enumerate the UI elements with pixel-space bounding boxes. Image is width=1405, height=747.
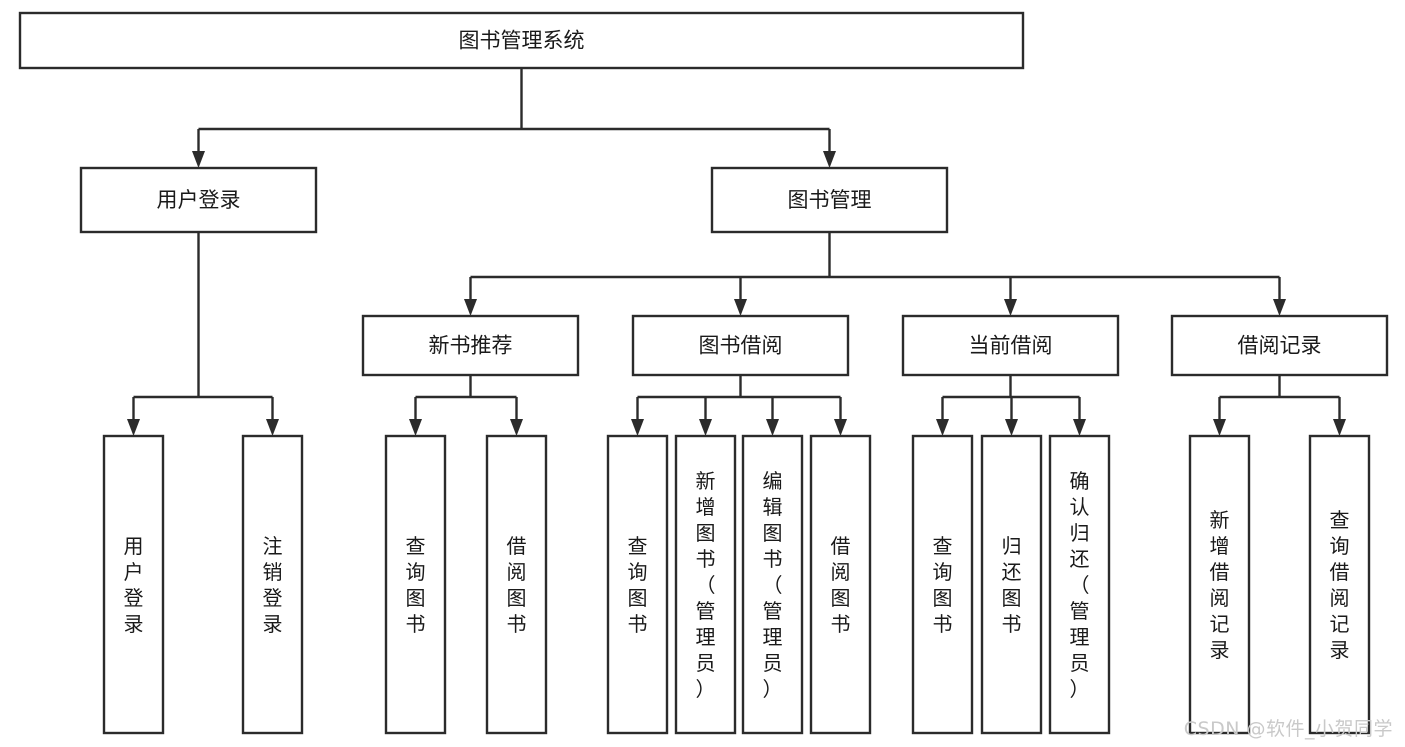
arrow-head-icon <box>409 419 422 436</box>
node-box-leaf-query-record[interactable] <box>1308 434 1371 735</box>
arrow-head-icon <box>1273 299 1286 316</box>
arrow-head-icon <box>631 419 644 436</box>
arrow-head-icon <box>1333 419 1346 436</box>
node-box-leaf-query-book-2[interactable] <box>606 434 669 735</box>
node-label-user-login: 用户登录 <box>157 188 241 212</box>
node-label-leaf-query-record: 查询借阅记录 <box>1330 508 1350 662</box>
node-leaf-borrow-book-2[interactable]: 借阅图书 <box>809 434 872 735</box>
node-label-leaf-logout: 注销登录 <box>263 534 283 636</box>
node-box-leaf-logout[interactable] <box>241 434 304 735</box>
node-label-new-book-rec: 新书推荐 <box>429 334 513 358</box>
nodes-layer: 图书管理系统用户登录图书管理新书推荐图书借阅当前借阅借阅记录用户登录注销登录查询… <box>18 11 1389 735</box>
connector-group <box>192 68 836 168</box>
node-box-leaf-user-login[interactable] <box>102 434 165 735</box>
csdn-watermark: CSDN @软件_小贺同学 <box>1183 718 1393 740</box>
node-book-borrow[interactable]: 图书借阅 <box>631 314 850 377</box>
node-label-root: 图书管理系统 <box>459 29 585 53</box>
node-box-book-borrow[interactable] <box>631 314 850 377</box>
node-label-leaf-user-login: 用户登录 <box>124 534 144 636</box>
node-box-new-book-rec[interactable] <box>361 314 580 377</box>
node-box-leaf-borrow-book-1[interactable] <box>485 434 548 735</box>
node-label-leaf-confirm-return: 确认归还（管理员） <box>1070 469 1090 701</box>
node-label-book-borrow: 图书借阅 <box>699 334 783 358</box>
arrow-head-icon <box>510 419 523 436</box>
node-leaf-borrow-book-1[interactable]: 借阅图书 <box>485 434 548 735</box>
node-box-leaf-add-book[interactable] <box>674 434 737 735</box>
arrow-head-icon <box>936 419 949 436</box>
node-label-borrow-record: 借阅记录 <box>1238 334 1322 358</box>
node-box-user-login[interactable] <box>79 166 318 234</box>
node-label-leaf-return-book: 归还图书 <box>1002 534 1022 636</box>
arrow-head-icon <box>1005 419 1018 436</box>
node-label-leaf-query-book-1: 查询图书 <box>406 534 426 636</box>
connector-group <box>127 232 279 436</box>
arrow-head-icon <box>266 419 279 436</box>
node-leaf-edit-book[interactable]: 编辑图书（管理员） <box>741 434 804 735</box>
node-label-leaf-edit-book: 编辑图书（管理员） <box>763 469 783 701</box>
node-label-leaf-borrow-book-2: 借阅图书 <box>831 534 851 636</box>
arrow-head-icon <box>127 419 140 436</box>
node-box-leaf-add-record[interactable] <box>1188 434 1251 735</box>
arrow-head-icon <box>734 299 747 316</box>
arrow-head-icon <box>1004 299 1017 316</box>
node-leaf-query-book-1[interactable]: 查询图书 <box>384 434 447 735</box>
node-label-leaf-add-book: 新增图书（管理员） <box>696 469 716 701</box>
arrow-head-icon <box>192 151 205 168</box>
node-box-leaf-return-book[interactable] <box>980 434 1043 735</box>
node-box-leaf-edit-book[interactable] <box>741 434 804 735</box>
connector-group <box>1213 375 1346 436</box>
node-box-leaf-query-book-1[interactable] <box>384 434 447 735</box>
arrow-head-icon <box>699 419 712 436</box>
node-leaf-confirm-return[interactable]: 确认归还（管理员） <box>1048 434 1111 735</box>
arrow-head-icon <box>1073 419 1086 436</box>
node-leaf-query-book-2[interactable]: 查询图书 <box>606 434 669 735</box>
arrow-head-icon <box>464 299 477 316</box>
node-leaf-add-record[interactable]: 新增借阅记录 <box>1188 434 1251 735</box>
node-leaf-return-book[interactable]: 归还图书 <box>980 434 1043 735</box>
arrow-head-icon <box>823 151 836 168</box>
arrow-head-icon <box>834 419 847 436</box>
node-user-login[interactable]: 用户登录 <box>79 166 318 234</box>
connector-group <box>631 375 847 436</box>
node-box-leaf-confirm-return[interactable] <box>1048 434 1111 735</box>
connector-group <box>409 375 523 436</box>
node-box-root[interactable] <box>18 11 1025 70</box>
node-label-leaf-add-record: 新增借阅记录 <box>1210 508 1230 662</box>
node-current-borrow[interactable]: 当前借阅 <box>901 314 1120 377</box>
node-label-leaf-borrow-book-1: 借阅图书 <box>507 534 527 636</box>
node-label-current-borrow: 当前借阅 <box>969 334 1053 358</box>
node-box-current-borrow[interactable] <box>901 314 1120 377</box>
node-label-leaf-query-book-3: 查询图书 <box>933 534 953 636</box>
node-root[interactable]: 图书管理系统 <box>18 11 1025 70</box>
node-leaf-user-login[interactable]: 用户登录 <box>102 434 165 735</box>
connector-group <box>936 375 1086 436</box>
node-box-book-manage[interactable] <box>710 166 949 234</box>
node-book-manage[interactable]: 图书管理 <box>710 166 949 234</box>
arrow-head-icon <box>1213 419 1226 436</box>
node-box-borrow-record[interactable] <box>1170 314 1389 377</box>
node-leaf-query-record[interactable]: 查询借阅记录 <box>1308 434 1371 735</box>
node-new-book-rec[interactable]: 新书推荐 <box>361 314 580 377</box>
connector-group <box>464 232 1286 316</box>
node-leaf-query-book-3[interactable]: 查询图书 <box>911 434 974 735</box>
arrow-head-icon <box>766 419 779 436</box>
node-box-leaf-borrow-book-2[interactable] <box>809 434 872 735</box>
connector-lines-layer <box>127 68 1346 436</box>
node-box-leaf-query-book-3[interactable] <box>911 434 974 735</box>
node-leaf-logout[interactable]: 注销登录 <box>241 434 304 735</box>
node-borrow-record[interactable]: 借阅记录 <box>1170 314 1389 377</box>
node-leaf-add-book[interactable]: 新增图书（管理员） <box>674 434 737 735</box>
node-label-leaf-query-book-2: 查询图书 <box>628 534 648 636</box>
node-label-book-manage: 图书管理 <box>788 188 872 212</box>
